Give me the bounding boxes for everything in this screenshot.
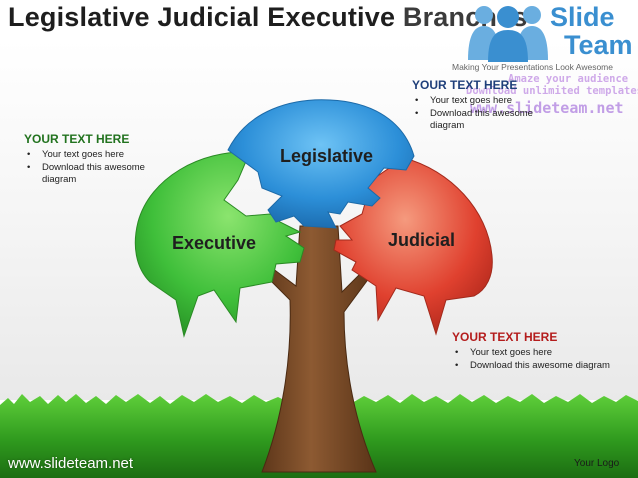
bullet-item: Download this awesome diagram: [452, 360, 612, 373]
text-box-right: YOUR TEXT HERE Your text goes here Downl…: [452, 330, 612, 372]
logo-placeholder: Your Logo: [574, 458, 620, 469]
text-box-left: YOUR TEXT HERE Your text goes here Downl…: [24, 132, 174, 187]
people-icon: [468, 6, 548, 62]
text-box-heading: YOUR TEXT HERE: [452, 330, 558, 344]
footer-url[interactable]: www.slideteam.net: [8, 455, 134, 472]
brand-name-line1: Slide: [550, 2, 615, 32]
watermark-line2: Download unlimited templates: [466, 85, 638, 97]
bullet-list: Your text goes here Download this awesom…: [412, 95, 562, 133]
text-box-heading: YOUR TEXT HERE: [24, 132, 130, 146]
text-box-top: YOUR TEXT HERE Your text goes here Downl…: [412, 78, 562, 133]
legislative-leaf: [227, 99, 415, 229]
bullet-item: Your text goes here: [412, 95, 562, 108]
judicial-label: Judicial: [388, 230, 455, 250]
brand-name-line2: Team: [564, 30, 633, 60]
bullet-list: Your text goes here Download this awesom…: [24, 149, 174, 187]
bullet-item: Your text goes here: [24, 149, 174, 162]
legislative-label: Legislative: [280, 146, 373, 166]
slide-title: Legislative Judicial Executive Branches: [8, 2, 528, 33]
bullet-item: Your text goes here: [452, 347, 612, 360]
bullet-item: Download this awesome diagram: [412, 108, 562, 133]
brand-logo: Slide Team Making Your Presentations Loo…: [452, 0, 638, 73]
text-box-heading: YOUR TEXT HERE: [412, 78, 518, 92]
executive-leaf: [134, 151, 305, 338]
watermark-line1: Amaze your audience: [508, 73, 629, 85]
title-main: Legislative Judicial Executive: [8, 2, 396, 32]
bullet-list: Your text goes here Download this awesom…: [452, 347, 612, 372]
bullet-item: Download this awesome diagram: [24, 162, 174, 187]
executive-label: Executive: [172, 233, 256, 253]
brand-tagline: Making Your Presentations Look Awesome: [452, 62, 613, 72]
